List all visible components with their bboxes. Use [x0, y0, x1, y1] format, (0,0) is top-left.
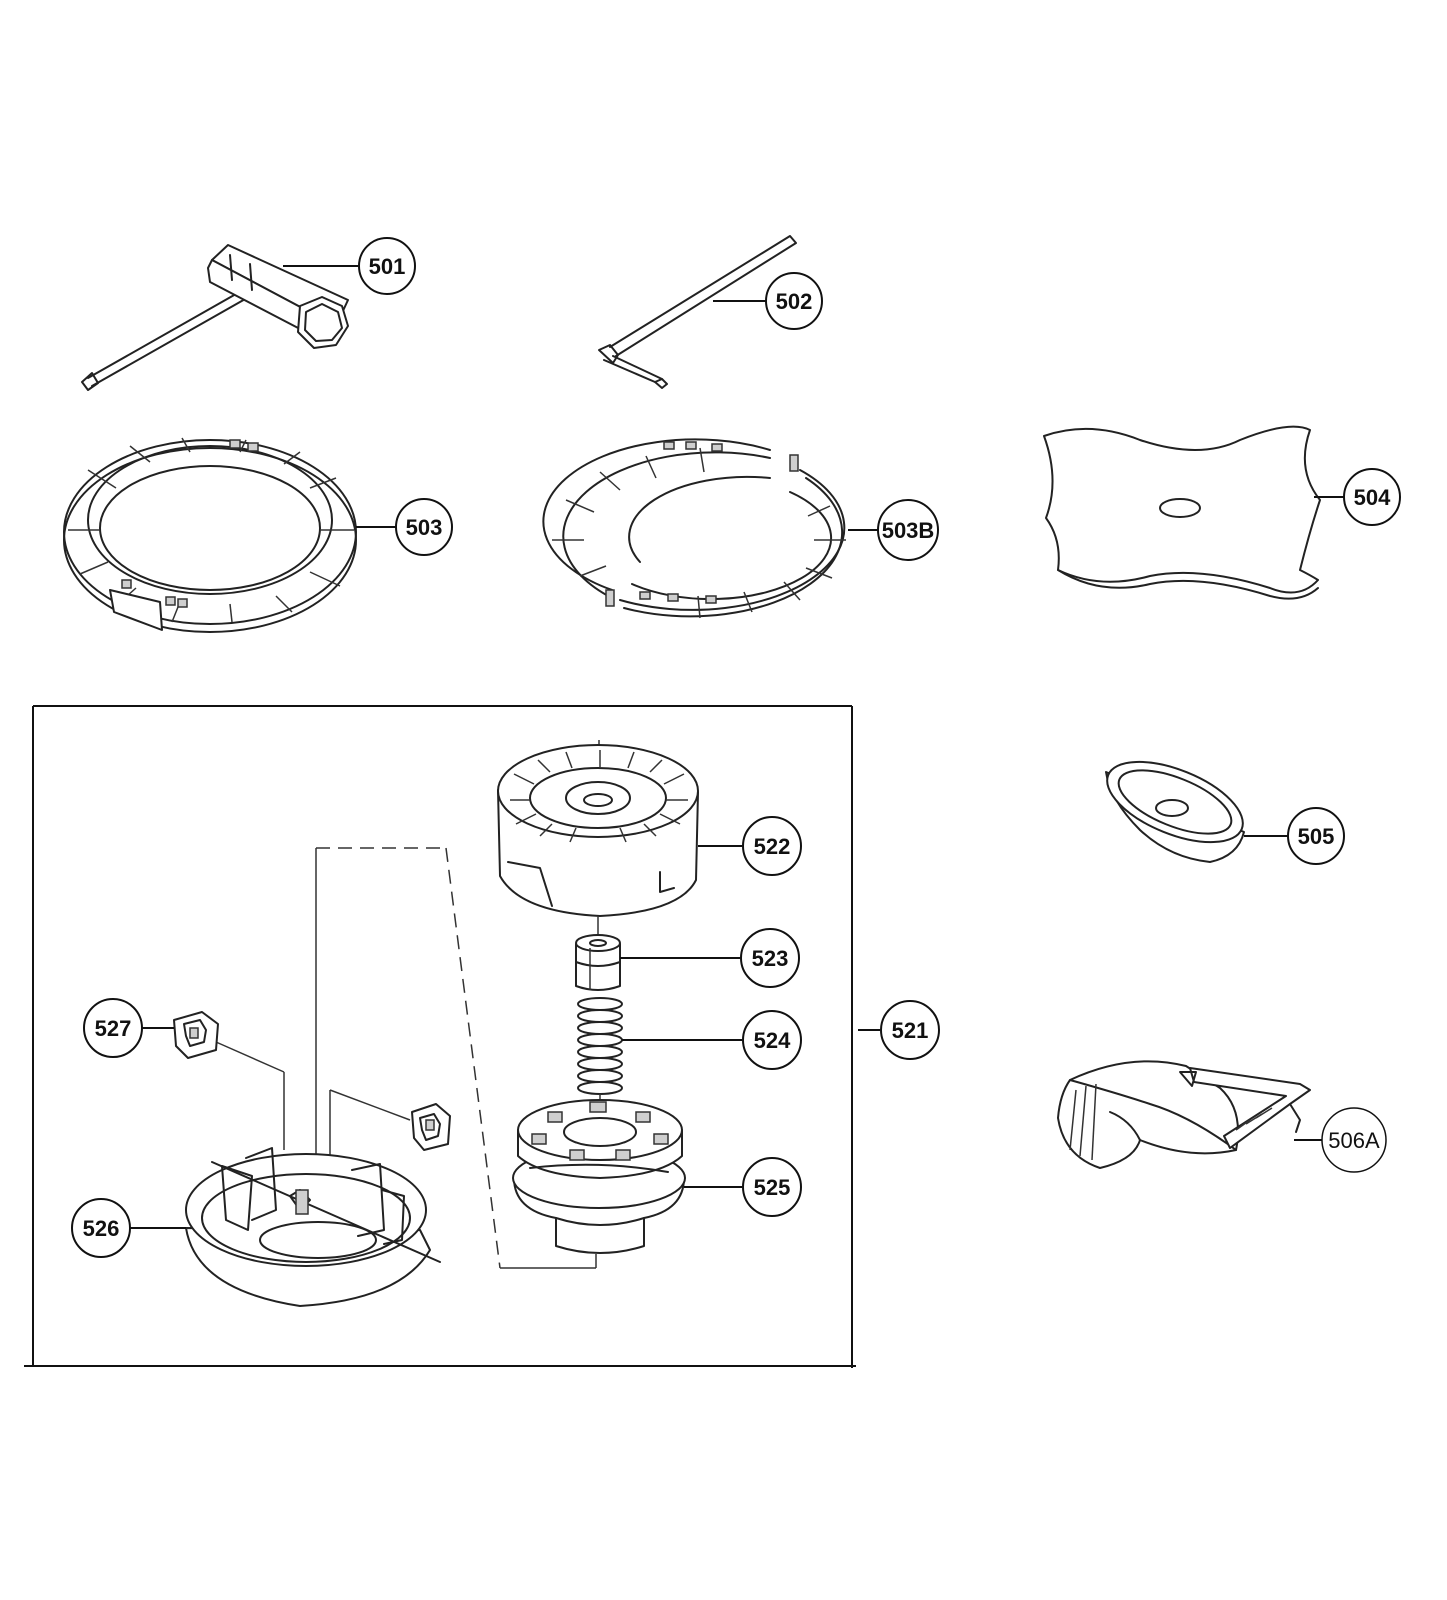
callout-526: 526	[71, 1198, 131, 1258]
part-525-spool	[512, 1094, 686, 1254]
callout-504: 504	[1343, 468, 1401, 526]
part-527-eyelet-second	[411, 1103, 451, 1151]
part-505-cup	[1105, 760, 1245, 863]
svg-text:502: 502	[776, 289, 813, 314]
callout-527: 527	[83, 998, 143, 1058]
svg-text:521: 521	[892, 1018, 929, 1043]
svg-text:506A: 506A	[1328, 1128, 1380, 1153]
svg-text:525: 525	[754, 1175, 791, 1200]
callout-523: 523	[740, 928, 800, 988]
assembly-reference-lines	[215, 847, 597, 1269]
svg-text:503: 503	[406, 515, 443, 540]
svg-text:501: 501	[369, 254, 406, 279]
callout-503b: 503B	[877, 499, 939, 561]
part-504-blade	[1043, 425, 1321, 600]
part-502-hex-key	[598, 235, 797, 389]
svg-text:523: 523	[752, 946, 789, 971]
callout-505: 505	[1287, 807, 1345, 865]
part-503-ring	[63, 437, 357, 633]
svg-text:505: 505	[1298, 824, 1335, 849]
part-526-base	[185, 1147, 441, 1307]
callout-501: 501	[358, 237, 416, 295]
callout-521: 521	[880, 1000, 940, 1060]
callout-502: 502	[765, 272, 823, 330]
part-501-socket-wrench	[81, 244, 349, 391]
svg-text:522: 522	[754, 834, 791, 859]
svg-text:503B: 503B	[882, 518, 935, 543]
part-527-eyelet	[173, 1011, 219, 1059]
assembly-521-box	[24, 705, 856, 1368]
callout-503: 503	[395, 498, 453, 556]
svg-text:526: 526	[83, 1216, 120, 1241]
part-522-cover	[497, 740, 699, 917]
callout-522: 522	[742, 816, 802, 876]
svg-text:524: 524	[754, 1028, 791, 1053]
svg-text:504: 504	[1354, 485, 1391, 510]
svg-text:527: 527	[95, 1016, 132, 1041]
part-523-nut	[575, 916, 621, 991]
callout-525: 525	[742, 1157, 802, 1217]
callout-506a: 506A	[1321, 1107, 1387, 1173]
part-503b-split-ring	[542, 438, 846, 619]
part-506a-safety-glasses	[1057, 1060, 1311, 1169]
callout-524: 524	[742, 1010, 802, 1070]
part-524-spring	[577, 997, 623, 1095]
